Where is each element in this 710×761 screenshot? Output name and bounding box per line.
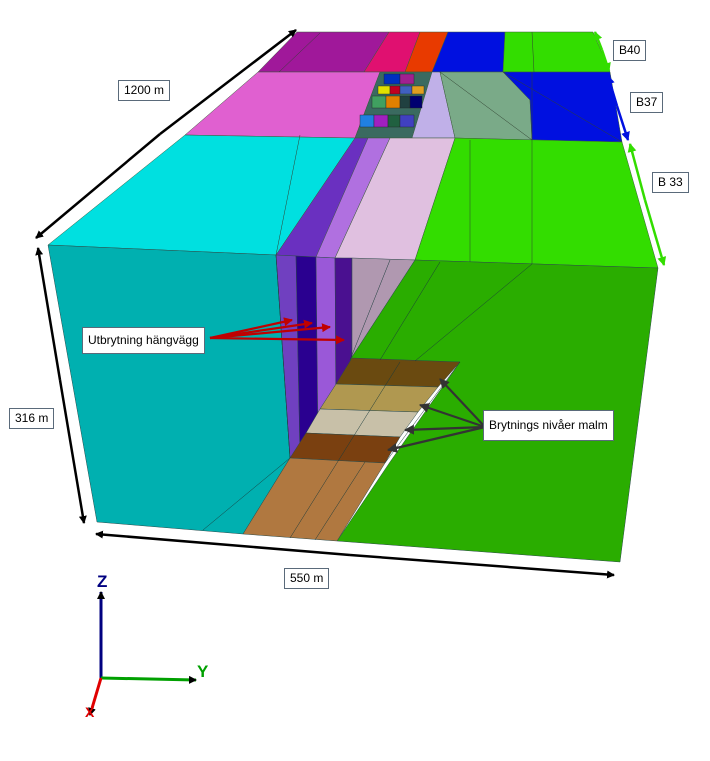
- b33-arrow: [627, 143, 647, 201]
- top-magenta-mid: [184, 71, 381, 139]
- x-axis-line: [88, 677, 103, 716]
- width-label: 550 m: [284, 568, 330, 589]
- ore-level-4: [289, 432, 401, 464]
- length-label: 1200 m: [118, 80, 171, 101]
- b33-label: B 33: [652, 172, 689, 193]
- front-face: [47, 244, 659, 563]
- top-ore-blocks: [359, 73, 425, 128]
- top-face: [47, 31, 659, 269]
- b37-arrow: [605, 75, 619, 107]
- height-arrow: [35, 247, 62, 381]
- front-cyan: [47, 244, 291, 535]
- dimension-arrows: [35, 29, 615, 579]
- height-label: 316 m: [9, 408, 55, 429]
- b40-label: B40: [613, 40, 647, 61]
- y-axis-label: Y: [197, 662, 209, 681]
- b37-label: B37: [630, 92, 664, 113]
- top-green-far: [502, 31, 611, 73]
- y-axis-line: [100, 675, 197, 684]
- axis-triad: [88, 591, 197, 716]
- hangwall-label: Utbrytning hängvägg: [82, 327, 205, 354]
- ore-level-2: [319, 383, 439, 413]
- bench-arrows: [593, 31, 667, 266]
- b40-arrow: [593, 31, 604, 51]
- x-axis-label: X: [85, 704, 95, 720]
- top-green-near: [414, 137, 659, 269]
- top-grid-lines: [275, 31, 623, 264]
- z-axis-label: Z: [97, 572, 108, 591]
- hangwall-arrows: [209, 317, 345, 345]
- ore-levels-label: Brytnings nivåer malm: [483, 410, 614, 441]
- length-arrow: [159, 29, 297, 135]
- ore-level-arrows: [387, 378, 486, 453]
- ore-level-1: [335, 357, 461, 388]
- width-arrow: [95, 530, 351, 557]
